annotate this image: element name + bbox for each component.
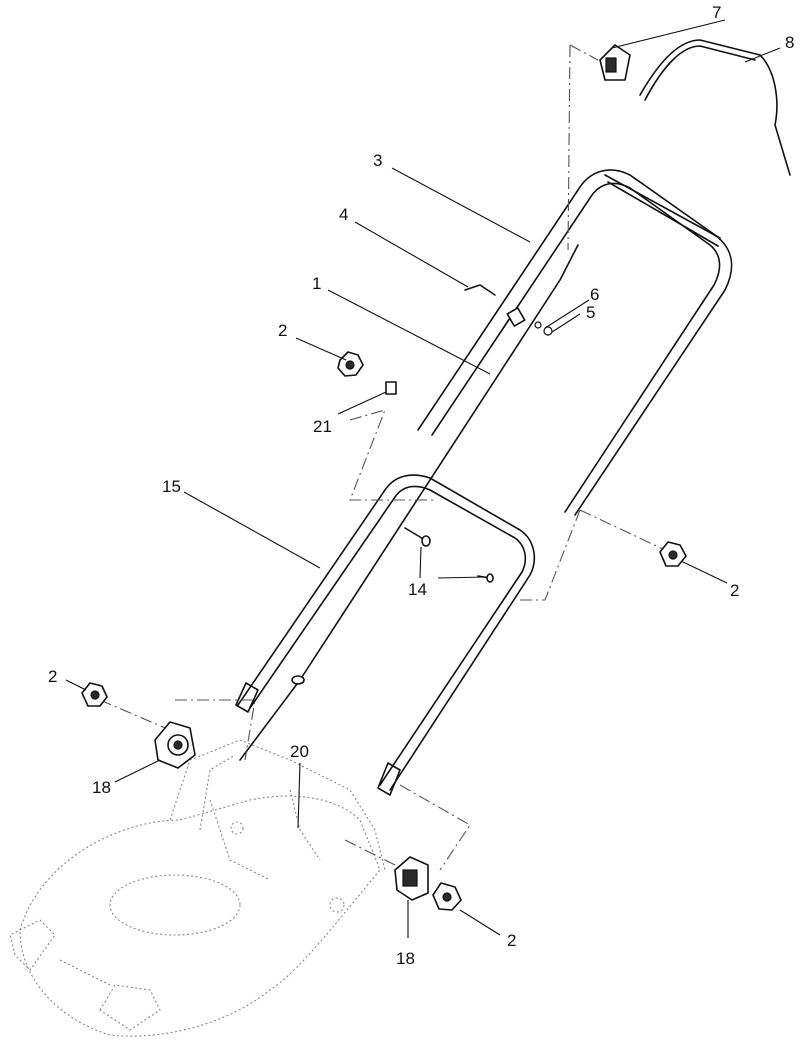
callout-labels: 7 8 3 4 1 6 5 2 21 15 14 2 2 20 18 2 18 <box>48 3 794 968</box>
callout-3: 3 <box>373 151 382 170</box>
bolts <box>404 321 553 583</box>
knob-right <box>659 541 687 567</box>
callout-2-right: 2 <box>730 581 739 600</box>
callout-7: 7 <box>712 3 721 22</box>
assembly-lines <box>99 44 666 871</box>
knob-lower-right <box>432 882 462 911</box>
callout-6: 6 <box>590 285 599 304</box>
callout-2-lower-left: 2 <box>48 667 57 686</box>
callout-1: 1 <box>312 274 321 293</box>
callout-8: 8 <box>785 33 794 52</box>
mower-deck <box>9 739 386 1037</box>
callout-5: 5 <box>586 303 595 322</box>
callout-4: 4 <box>339 205 348 224</box>
lower-handle <box>235 474 536 796</box>
control-bail <box>599 39 791 176</box>
height-adjuster-left <box>154 721 196 769</box>
callout-2-lower-right: 2 <box>507 931 516 950</box>
knob-upper-left <box>337 351 397 395</box>
callout-14: 14 <box>408 580 427 599</box>
leader-lines <box>65 19 781 938</box>
upper-handle <box>417 169 733 516</box>
callout-20: 20 <box>290 742 309 761</box>
callout-18-right: 18 <box>396 949 415 968</box>
control-cable <box>239 244 579 761</box>
knob-lower-left <box>81 682 108 707</box>
callout-21: 21 <box>313 417 332 436</box>
callout-15: 15 <box>162 477 181 496</box>
callout-18-left: 18 <box>92 778 111 797</box>
height-adjuster-right <box>394 856 429 901</box>
callout-2-upper: 2 <box>278 321 287 340</box>
